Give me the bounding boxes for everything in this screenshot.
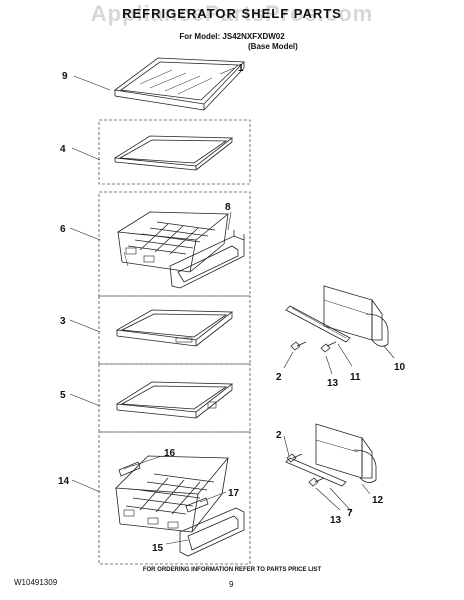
callout-15: 15 <box>152 543 164 554</box>
part-glass-shelf-5 <box>115 381 234 419</box>
watermark: AppliancePartsPros.com <box>90 1 374 26</box>
callout-11: 11 <box>350 372 361 383</box>
part-screw-13-upper <box>320 341 337 353</box>
part-screw-2-upper <box>290 341 307 351</box>
callout-14: 14 <box>58 476 70 487</box>
group-box-14 <box>98 431 251 565</box>
callout-1: 1 <box>238 63 244 74</box>
model-line: For Model: JS42NXFXDW02 <box>179 32 285 41</box>
callout-8: 8 <box>225 202 231 213</box>
callout-16: 16 <box>164 448 176 459</box>
part-crisper-drawer-14 <box>115 455 229 533</box>
group-box-dashes <box>98 119 251 565</box>
callout-6: 6 <box>60 224 66 235</box>
callout-2-upper: 2 <box>276 372 282 383</box>
callout-13-lower: 13 <box>330 515 342 526</box>
part-badge-17 <box>185 497 209 513</box>
callout-13-upper: 13 <box>327 378 339 389</box>
callout-7: 7 <box>347 508 353 519</box>
part-drawer-front-8 <box>169 230 245 289</box>
ordering-note: FOR ORDERING INFORMATION REFER TO PARTS … <box>142 567 322 573</box>
callout-4: 4 <box>60 144 66 155</box>
callout-17: 17 <box>228 488 240 499</box>
document-number: W10491309 <box>14 578 58 587</box>
part-glass-shelf-top <box>113 57 245 111</box>
part-slide-assembly-upper <box>285 285 389 347</box>
part-screw-13-lower <box>308 477 325 487</box>
page-number: 9 <box>229 580 234 589</box>
callout-3: 3 <box>60 316 66 327</box>
part-slide-assembly-lower <box>285 423 377 487</box>
callout-10: 10 <box>394 362 406 373</box>
part-drawer-front-15 <box>179 507 245 557</box>
leader-lines <box>69 67 395 545</box>
diagram-title: REFRIGERATOR SHELF PARTS <box>122 6 342 21</box>
group-box-3 <box>98 295 251 365</box>
callout-12: 12 <box>372 495 384 506</box>
callout-5: 5 <box>60 390 66 401</box>
part-glass-shelf-4 <box>113 135 234 171</box>
group-box-5 <box>98 363 251 433</box>
model-subtitle: (Base Model) <box>248 42 298 51</box>
part-glass-shelf-3 <box>115 309 234 347</box>
callout-2-lower: 2 <box>276 430 282 441</box>
part-crisper-drawer-6 <box>116 211 230 273</box>
callout-9: 9 <box>62 71 68 82</box>
callout-labels: 9 1 4 6 8 3 2 13 11 10 5 2 12 7 13 14 16… <box>58 63 406 554</box>
group-box-4 <box>98 119 251 185</box>
part-screw-2-lower <box>286 453 303 463</box>
